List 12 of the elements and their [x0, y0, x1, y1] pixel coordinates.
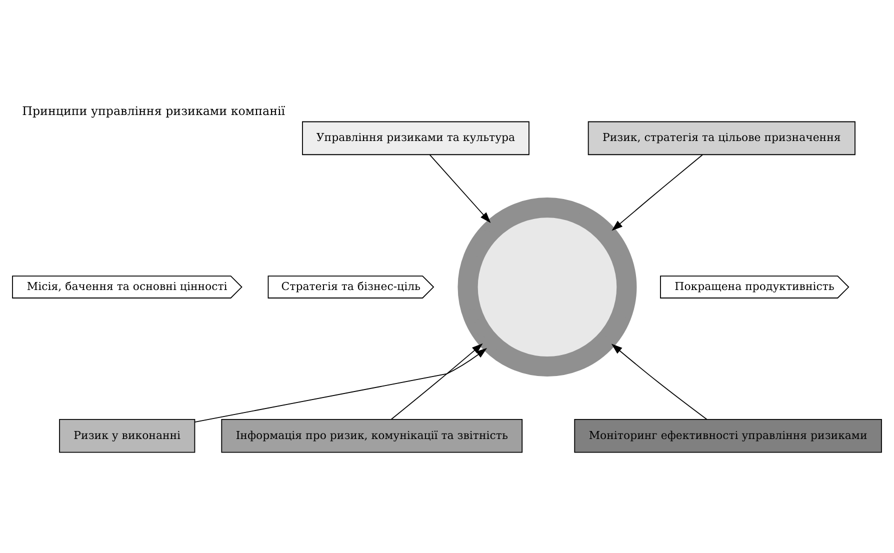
- node-box: Управління ризиками та культура: [302, 120, 530, 155]
- node-box: Інформація про ризик, комунікації та звітність: [221, 418, 523, 452]
- arrow: [429, 154, 491, 222]
- node-circle: [458, 197, 637, 376]
- arrow: [194, 347, 488, 422]
- node-box: Ризик у виконанні: [59, 418, 196, 452]
- arrow: [390, 342, 483, 420]
- node-box: Моніторинг ефективності управління ризиками: [574, 418, 882, 452]
- arrow: [612, 154, 703, 230]
- arrow: [611, 343, 708, 420]
- node-box: Ризик, стратегія та цільове призначення: [588, 120, 856, 155]
- diagram-title: Принципи управління ризиками компанії: [22, 103, 286, 118]
